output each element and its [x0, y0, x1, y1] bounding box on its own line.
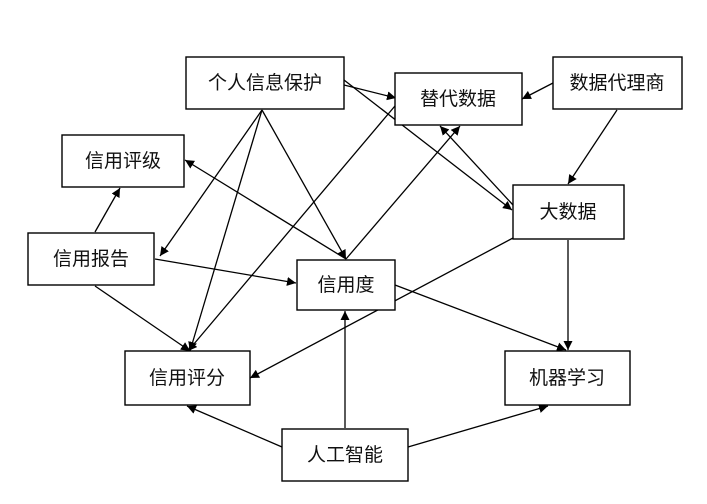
node-label-privacy: 个人信息保护 [208, 72, 322, 94]
edges-layer [94, 79, 618, 448]
node-label-ml: 机器学习 [529, 367, 605, 389]
edge-report-to-score [94, 285, 191, 352]
edge-degree-to-alt-data [345, 125, 461, 260]
edge-ai-to-score [186, 405, 283, 448]
node-privacy: 个人信息保护 [185, 56, 345, 110]
node-alt-data: 替代数据 [394, 72, 523, 126]
node-label-rating: 信用评级 [85, 150, 161, 172]
edge-privacy-to-report [159, 109, 263, 257]
node-label-broker: 数据代理商 [569, 72, 664, 94]
node-rating: 信用评级 [61, 134, 185, 188]
node-report: 信用报告 [27, 232, 155, 286]
node-big-data: 大数据 [512, 184, 625, 240]
edge-report-to-rating [94, 187, 121, 233]
node-label-report: 信用报告 [53, 248, 129, 270]
node-label-score: 信用评分 [149, 367, 225, 389]
edge-privacy-to-score [188, 109, 263, 352]
edge-broker-to-big-data [567, 109, 618, 185]
node-ml: 机器学习 [504, 350, 631, 406]
edge-ai-to-ml [407, 404, 549, 448]
edge-alt-data-to-score [187, 99, 401, 352]
node-ai: 人工智能 [281, 428, 409, 482]
node-label-big-data: 大数据 [539, 201, 596, 223]
node-score: 信用评分 [124, 350, 251, 406]
edge-report-to-degree [154, 258, 297, 286]
edge-big-data-to-alt-data [439, 125, 514, 206]
edge-degree-to-rating [184, 159, 347, 260]
edge-degree-to-ml [394, 284, 567, 352]
node-label-ai: 人工智能 [307, 444, 383, 466]
edge-privacy-to-alt-data [343, 84, 397, 101]
edge-broker-to-alt-data [521, 82, 554, 100]
edge-privacy-to-degree [261, 109, 347, 260]
node-broker: 数据代理商 [552, 56, 683, 110]
node-label-degree: 信用度 [317, 274, 374, 296]
node-label-alt-data: 替代数据 [420, 88, 496, 110]
edge-privacy-to-big-data [343, 79, 513, 211]
nodes-layer: 个人信息保护 替代数据 数据代理商 信用评级 大数据 信用报告 信用度 信用评 [27, 56, 683, 482]
node-degree: 信用度 [296, 259, 396, 311]
